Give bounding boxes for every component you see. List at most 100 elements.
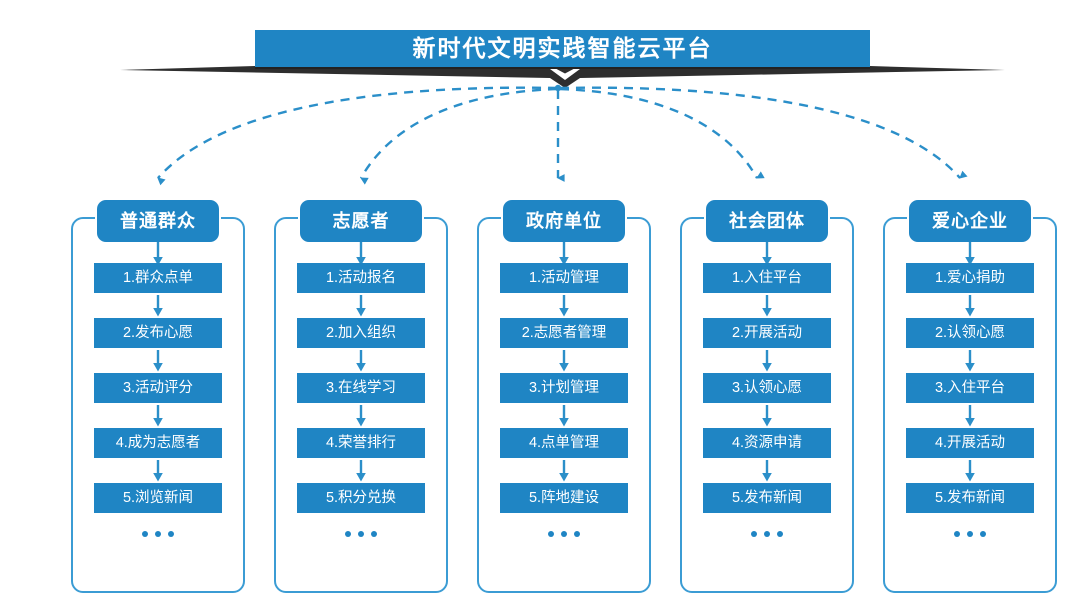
column-header-label: 社会团体 bbox=[729, 211, 805, 231]
step-item[interactable]: 3.认领心愿 bbox=[703, 373, 831, 403]
step-item[interactable]: 1.活动报名 bbox=[297, 263, 425, 293]
step-item[interactable]: 1.活动管理 bbox=[500, 263, 628, 293]
column-steps-3: 1.入住平台 2.开展活动 3.认领心愿 bbox=[682, 263, 852, 537]
down-arrow-icon bbox=[153, 350, 163, 372]
ellipsis-dot bbox=[967, 531, 973, 537]
step-label: 1.群众点单 bbox=[122, 269, 194, 286]
ellipsis-dot bbox=[358, 531, 364, 537]
step-label: 5.发布新闻 bbox=[934, 489, 1006, 506]
step-label: 1.活动管理 bbox=[528, 269, 600, 286]
step-item[interactable]: 3.活动评分 bbox=[94, 373, 222, 403]
more-indicator[interactable] bbox=[548, 531, 580, 537]
more-indicator[interactable] bbox=[954, 531, 986, 537]
down-arrow-icon bbox=[153, 405, 163, 427]
column-header-3[interactable]: 社会团体 bbox=[706, 200, 828, 242]
ellipsis-dot bbox=[751, 531, 757, 537]
down-arrow-icon bbox=[762, 295, 772, 317]
step-item[interactable]: 4.点单管理 bbox=[500, 428, 628, 458]
banner-ribbon-shadow bbox=[120, 66, 1005, 88]
step-item[interactable]: 1.群众点单 bbox=[94, 263, 222, 293]
ellipsis-dot bbox=[954, 531, 960, 537]
banner-bar: 新时代文明实践智能云平台 bbox=[255, 30, 870, 67]
ellipsis-dot bbox=[155, 531, 161, 537]
column-政府单位: 政府单位 1.活动管理 2.志愿者管理 bbox=[477, 200, 651, 593]
ellipsis-dot bbox=[168, 531, 174, 537]
step-item[interactable]: 2.发布心愿 bbox=[94, 318, 222, 348]
column-社会团体: 社会团体 1.入住平台 2.开展活动 bbox=[680, 200, 854, 593]
column-header-1[interactable]: 志愿者 bbox=[300, 200, 422, 242]
step-item[interactable]: 5.发布新闻 bbox=[703, 483, 831, 513]
ellipsis-dot bbox=[777, 531, 783, 537]
step-item[interactable]: 5.积分兑换 bbox=[297, 483, 425, 513]
step-item[interactable]: 1.爱心捐助 bbox=[906, 263, 1034, 293]
step-item[interactable]: 2.志愿者管理 bbox=[500, 318, 628, 348]
header-stem-arrow bbox=[559, 242, 569, 266]
step-label: 1.入住平台 bbox=[731, 269, 803, 286]
down-arrow-icon bbox=[559, 295, 569, 317]
step-item[interactable]: 5.发布新闻 bbox=[906, 483, 1034, 513]
step-item[interactable]: 3.在线学习 bbox=[297, 373, 425, 403]
column-爱心企业: 爱心企业 1.爱心捐助 2.认领心愿 bbox=[883, 200, 1057, 593]
step-label: 1.爱心捐助 bbox=[934, 269, 1006, 286]
step-label: 4.荣誉排行 bbox=[325, 434, 397, 451]
step-label: 5.阵地建设 bbox=[528, 489, 600, 506]
column-header-2[interactable]: 政府单位 bbox=[503, 200, 625, 242]
down-arrow-icon bbox=[762, 460, 772, 482]
column-志愿者: 志愿者 1.活动报名 2.加入组织 bbox=[274, 200, 448, 593]
step-item[interactable]: 1.入住平台 bbox=[703, 263, 831, 293]
down-arrow-icon bbox=[559, 460, 569, 482]
step-label: 2.认领心愿 bbox=[934, 324, 1006, 341]
column-header-4[interactable]: 爱心企业 bbox=[909, 200, 1031, 242]
step-item[interactable]: 4.开展活动 bbox=[906, 428, 1034, 458]
step-label: 2.开展活动 bbox=[731, 324, 803, 341]
column-header-0[interactable]: 普通群众 bbox=[97, 200, 219, 242]
step-label: 4.资源申请 bbox=[731, 434, 803, 451]
page-title: 新时代文明实践智能云平台 bbox=[412, 35, 713, 61]
step-label: 5.积分兑换 bbox=[325, 489, 397, 506]
ellipsis-dot bbox=[561, 531, 567, 537]
step-label: 4.成为志愿者 bbox=[115, 434, 201, 451]
ellipsis-dot bbox=[345, 531, 351, 537]
step-item[interactable]: 2.加入组织 bbox=[297, 318, 425, 348]
down-arrow-icon bbox=[965, 295, 975, 317]
ellipsis-dot bbox=[764, 531, 770, 537]
step-label: 3.活动评分 bbox=[122, 379, 194, 396]
header-stem-arrow bbox=[153, 242, 163, 266]
column-header-label: 志愿者 bbox=[332, 211, 390, 231]
column-steps-0: 1.群众点单 2.发布心愿 3.活动评分 bbox=[73, 263, 243, 537]
down-arrow-icon bbox=[965, 350, 975, 372]
down-arrow-icon bbox=[965, 405, 975, 427]
step-item[interactable]: 3.入住平台 bbox=[906, 373, 1034, 403]
step-label: 4.开展活动 bbox=[934, 434, 1006, 451]
step-label: 5.浏览新闻 bbox=[122, 489, 194, 506]
step-item[interactable]: 5.阵地建设 bbox=[500, 483, 628, 513]
step-label: 3.入住平台 bbox=[934, 379, 1006, 396]
step-item[interactable]: 5.浏览新闻 bbox=[94, 483, 222, 513]
step-label: 3.计划管理 bbox=[528, 379, 600, 396]
column-header-label: 普通群众 bbox=[120, 211, 196, 231]
down-arrow-icon bbox=[356, 295, 366, 317]
title-banner: 新时代文明实践智能云平台 bbox=[0, 0, 1080, 100]
down-arrow-icon bbox=[559, 350, 569, 372]
more-indicator[interactable] bbox=[751, 531, 783, 537]
step-item[interactable]: 3.计划管理 bbox=[500, 373, 628, 403]
more-indicator[interactable] bbox=[345, 531, 377, 537]
down-arrow-icon bbox=[762, 405, 772, 427]
ellipsis-dot bbox=[371, 531, 377, 537]
down-arrow-icon bbox=[356, 405, 366, 427]
step-item[interactable]: 2.开展活动 bbox=[703, 318, 831, 348]
down-arrow-icon bbox=[356, 350, 366, 372]
column-steps-1: 1.活动报名 2.加入组织 3.在线学习 bbox=[276, 263, 446, 537]
step-label: 5.发布新闻 bbox=[731, 489, 803, 506]
step-item[interactable]: 2.认领心愿 bbox=[906, 318, 1034, 348]
ellipsis-dot bbox=[980, 531, 986, 537]
ellipsis-dot bbox=[142, 531, 148, 537]
step-label: 1.活动报名 bbox=[325, 269, 397, 286]
step-label: 4.点单管理 bbox=[528, 434, 600, 451]
header-stem-arrow bbox=[356, 242, 366, 266]
step-item[interactable]: 4.资源申请 bbox=[703, 428, 831, 458]
step-item[interactable]: 4.成为志愿者 bbox=[94, 428, 222, 458]
more-indicator[interactable] bbox=[142, 531, 174, 537]
step-item[interactable]: 4.荣誉排行 bbox=[297, 428, 425, 458]
